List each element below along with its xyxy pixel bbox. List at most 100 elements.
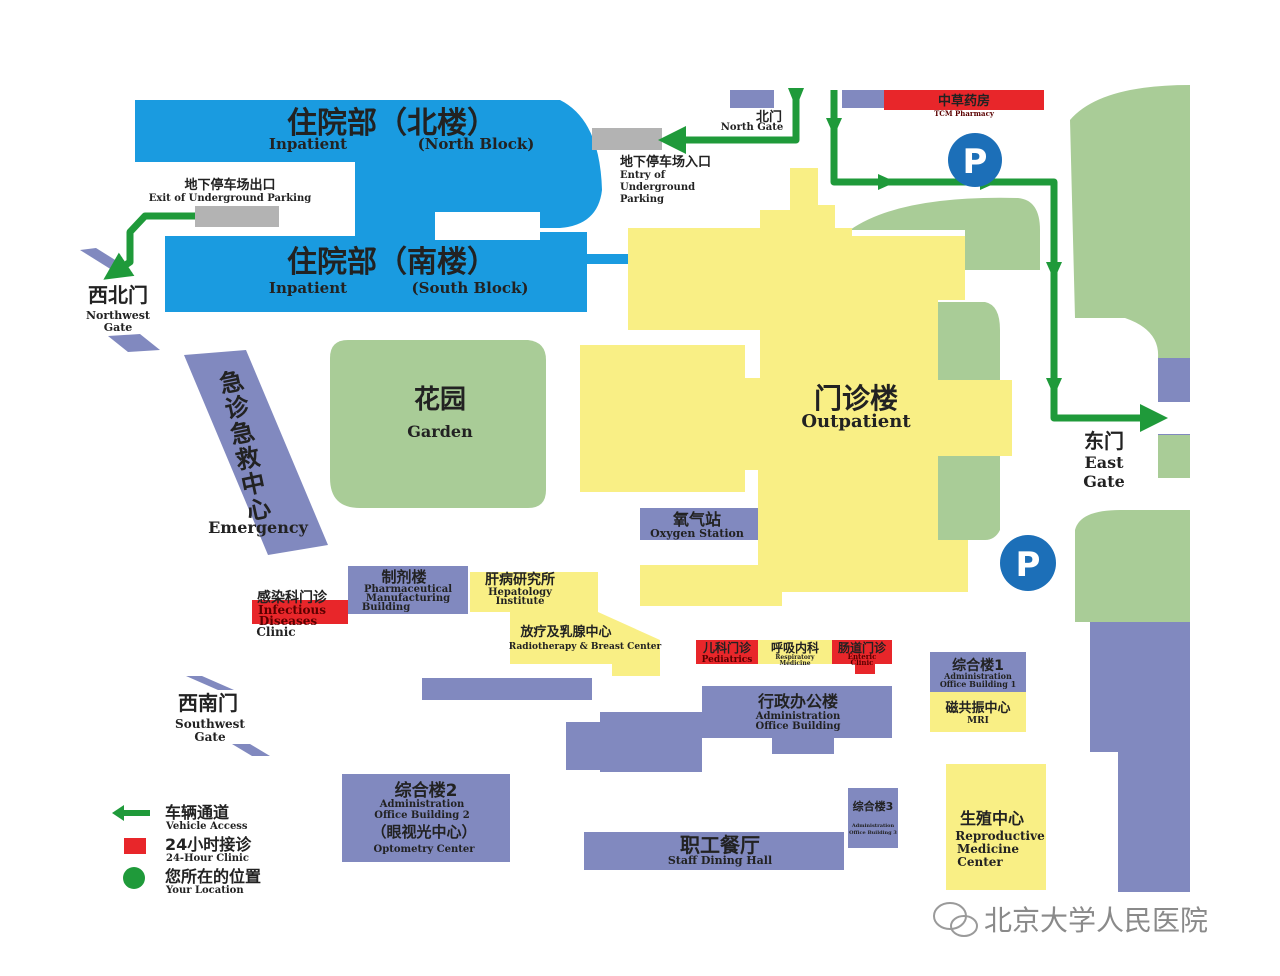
svg-text:Diseases: Diseases <box>259 614 318 628</box>
svg-text:住院部（南楼）: 住院部（南楼） <box>287 245 497 280</box>
svg-text:肠道门诊: 肠道门诊 <box>838 640 887 655</box>
svg-text:西南门: 西南门 <box>178 691 238 715</box>
enteric-clinic[interactable] <box>832 640 892 664</box>
admin3-label: 综合楼3 Administration Office Building 3 <box>849 799 897 836</box>
svg-text:Optometry Center: Optometry Center <box>374 844 476 855</box>
mri-label: 磁共振中心 MRI <box>945 700 1010 726</box>
enteric-label: 肠道门诊 Enteric Clinic <box>838 640 887 667</box>
svg-text:花园: 花园 <box>414 385 466 415</box>
svg-text:中草药房: 中草药房 <box>938 93 990 109</box>
mri-center-building[interactable] <box>930 692 1026 732</box>
svg-text:Radiotherapy & Breast Center: Radiotherapy & Breast Center <box>509 642 662 652</box>
garden-label: 花园 Garden <box>407 385 473 441</box>
pharmaceutical-building[interactable] <box>348 566 468 614</box>
admin-office-label: 行政办公楼 Administration Office Building <box>755 692 841 732</box>
svg-text:Inpatient: Inpatient <box>269 279 347 297</box>
legend-arrow-icon <box>112 805 150 821</box>
svg-text:Building: Building <box>362 602 410 613</box>
svg-text:感染科门诊: 感染科门诊 <box>257 589 328 606</box>
tcm-pharmacy-label: 中草药房 TCM Pharmacy <box>934 93 995 118</box>
svg-text:24-Hour Clinic: 24-Hour Clinic <box>166 853 249 864</box>
svg-text:综合楼3: 综合楼3 <box>853 799 894 813</box>
pharmaceutical-label: 制剂楼 Pharmaceutical Manufacturing Buildin… <box>362 568 452 613</box>
svg-text:East: East <box>1085 453 1125 472</box>
svg-text:儿科门诊: 儿科门诊 <box>702 640 752 655</box>
svg-text:Administration: Administration <box>943 671 1012 681</box>
svg-text:Gate: Gate <box>104 321 133 334</box>
svg-text:Administration: Administration <box>851 823 895 829</box>
svg-text:Clinic: Clinic <box>256 625 295 639</box>
legend-square-icon <box>124 838 146 854</box>
radiotherapy-label: 放疗及乳腺中心 Radiotherapy & Breast Center <box>509 624 662 652</box>
svg-text:Clinic: Clinic <box>851 658 874 667</box>
svg-text:Southwest: Southwest <box>175 717 245 731</box>
north-gate-label: 北门 North Gate <box>721 109 783 133</box>
svg-text:Office Building 2: Office Building 2 <box>374 810 470 821</box>
east-gate-label: 东门 East Gate <box>1083 429 1125 491</box>
garden-area <box>330 340 546 508</box>
infectious-label: 感染科门诊 Infectious Diseases Clinic <box>256 589 328 639</box>
svg-text:Northwest: Northwest <box>86 309 151 322</box>
admin2-building[interactable] <box>342 774 510 862</box>
svg-text:Exit of Underground Parking: Exit of Underground Parking <box>149 193 312 204</box>
southwest-gate-label: 西南门 Southwest Gate <box>175 691 245 744</box>
outpatient-building[interactable] <box>580 168 1012 606</box>
gray-connector-north <box>592 128 662 150</box>
admin-office-building[interactable] <box>702 686 892 754</box>
wechat-icon <box>933 902 978 937</box>
svg-text:TCM Pharmacy: TCM Pharmacy <box>934 109 995 118</box>
southwest-gate-bar-bottom <box>232 744 270 756</box>
svg-text:北门: 北门 <box>756 109 782 125</box>
svg-text:Office Building: Office Building <box>755 721 840 732</box>
lower-bar-building <box>422 678 592 700</box>
northwest-gate-bar-bottom <box>108 334 160 352</box>
pediatrics-label: 儿科门诊 Pediatrics <box>702 640 753 665</box>
legend-dot-icon <box>123 867 145 889</box>
svg-text:综合楼2: 综合楼2 <box>395 780 458 801</box>
svg-text:急: 急 <box>217 366 246 398</box>
svg-text:Administration: Administration <box>379 799 465 810</box>
parking-icon-north: P <box>948 133 1002 187</box>
emergency-building[interactable] <box>184 350 328 555</box>
svg-text:Garden: Garden <box>407 422 473 441</box>
svg-text:肝病研究所: 肝病研究所 <box>485 571 555 588</box>
svg-text:Enteric: Enteric <box>848 652 877 661</box>
emergency-label: 急 诊 急 救 中 心 <box>217 366 273 526</box>
svg-text:北京大学人民医院: 北京大学人民医院 <box>984 904 1208 937</box>
tcm-pharmacy-building[interactable] <box>884 90 1044 110</box>
legend-your-location: 您所在的位置 Your Location <box>123 867 261 896</box>
svg-text:Hepatology: Hepatology <box>488 587 553 598</box>
svg-text:急: 急 <box>228 417 257 449</box>
svg-text:Outpatient: Outpatient <box>801 411 911 432</box>
svg-text:中: 中 <box>239 468 268 500</box>
svg-text:门诊楼: 门诊楼 <box>814 382 898 415</box>
svg-text:心: 心 <box>244 494 273 526</box>
svg-text:(North Block): (North Block) <box>418 135 535 153</box>
svg-text:放疗及乳腺中心: 放疗及乳腺中心 <box>519 624 611 640</box>
hepatology-radiotherapy-building[interactable] <box>470 572 660 676</box>
admin1-building[interactable] <box>930 652 1026 692</box>
admin3-building[interactable] <box>848 788 898 848</box>
svg-text:Staff Dining Hall: Staff Dining Hall <box>668 854 772 867</box>
staff-dining-building[interactable] <box>584 832 844 870</box>
inpatient-south-building[interactable] <box>165 222 629 312</box>
parking-icon-south: P <box>1000 535 1056 591</box>
svg-text:车辆通道: 车辆通道 <box>165 803 229 822</box>
parking-entry-label: 地下停车场入口 Entry of Underground Parking <box>620 154 711 205</box>
infectious-disease-clinic[interactable] <box>252 600 348 624</box>
enteric-clinic-tab <box>855 664 875 674</box>
svg-text:磁共振中心: 磁共振中心 <box>945 700 1010 716</box>
svg-text:Office Building 3: Office Building 3 <box>849 830 897 836</box>
oxygen-station-building[interactable] <box>640 508 758 540</box>
svg-text:行政办公楼: 行政办公楼 <box>757 692 838 711</box>
svg-text:Entry of: Entry of <box>620 170 666 181</box>
reproductive-label: 生殖中心 Reproductive Medicine Center <box>955 809 1045 869</box>
pediatrics-clinic[interactable] <box>696 640 758 664</box>
svg-text:您所在的位置: 您所在的位置 <box>165 867 261 886</box>
inpatient-north-building[interactable] <box>135 100 602 232</box>
outpatient-courtyard-north <box>850 197 1040 270</box>
svg-text:Pharmaceutical: Pharmaceutical <box>364 584 452 595</box>
map-legend: 车辆通道 Vehicle Access 24小时接诊 24-Hour Clini… <box>112 803 261 896</box>
svg-text:地下停车场出口: 地下停车场出口 <box>184 177 275 193</box>
reproductive-center-building[interactable] <box>946 764 1046 890</box>
